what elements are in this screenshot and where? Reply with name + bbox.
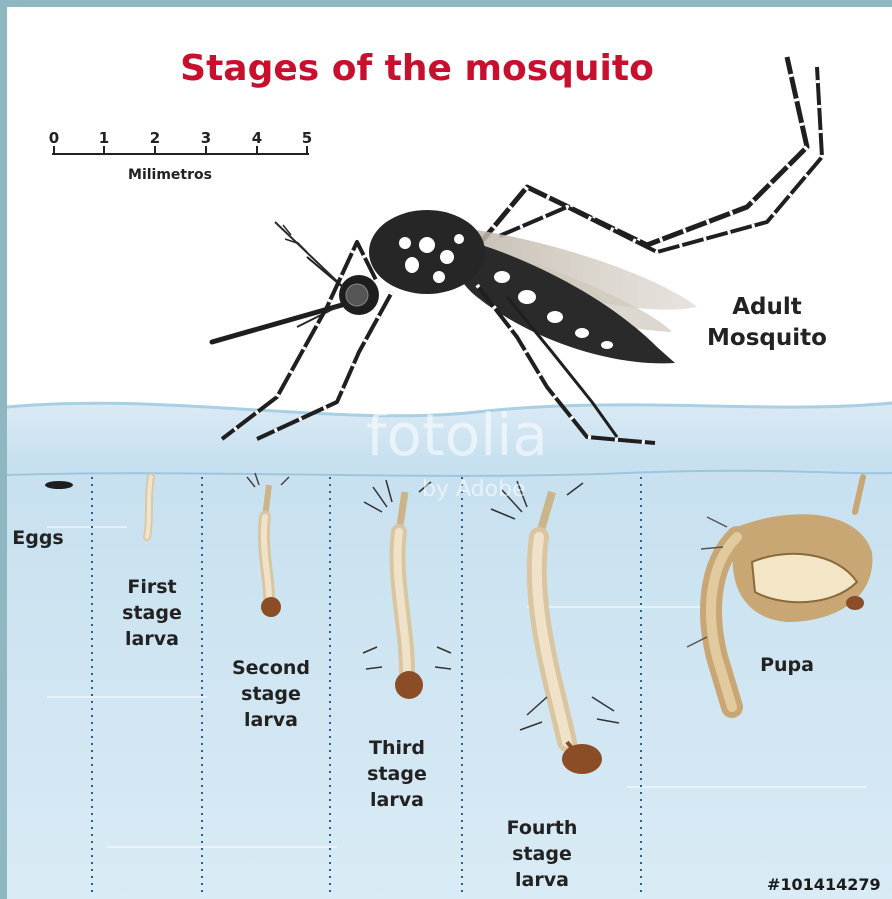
scale-tick-0: 0 xyxy=(44,129,64,147)
eggs-figure xyxy=(45,481,73,489)
scale-tick-1: 1 xyxy=(94,129,114,147)
watermark-byline: by Adobe xyxy=(422,477,526,502)
scale-bar xyxy=(52,146,309,154)
eggs-label: Eggs xyxy=(7,525,69,551)
fourth-stage-larva-label: Fourth stage larva xyxy=(477,815,607,893)
third-stage-larva-label: Third stage larva xyxy=(347,735,447,813)
adult-mosquito xyxy=(212,57,822,443)
scale-tick-4: 4 xyxy=(247,129,267,147)
first-stage-larva-figure xyxy=(147,477,151,537)
scale-label: Milimetros xyxy=(125,167,215,183)
watermark-logo: fotolia xyxy=(347,401,567,469)
scale-tick-5: 5 xyxy=(297,129,317,147)
scale-tick-2: 2 xyxy=(145,129,165,147)
second-stage-larva-label: Second stage larva xyxy=(213,655,329,733)
adult-mosquito-label: Adult Mosquito xyxy=(687,292,847,354)
pupa-label: Pupa xyxy=(742,652,832,678)
image-code: #101414279 xyxy=(767,875,881,894)
infographic-frame: fotolia by Adobe Stages of the mosquito … xyxy=(7,7,892,899)
scale-tick-3: 3 xyxy=(196,129,216,147)
first-stage-larva-label: First stage larva xyxy=(102,574,202,652)
page-title: Stages of the mosquito xyxy=(147,47,687,91)
